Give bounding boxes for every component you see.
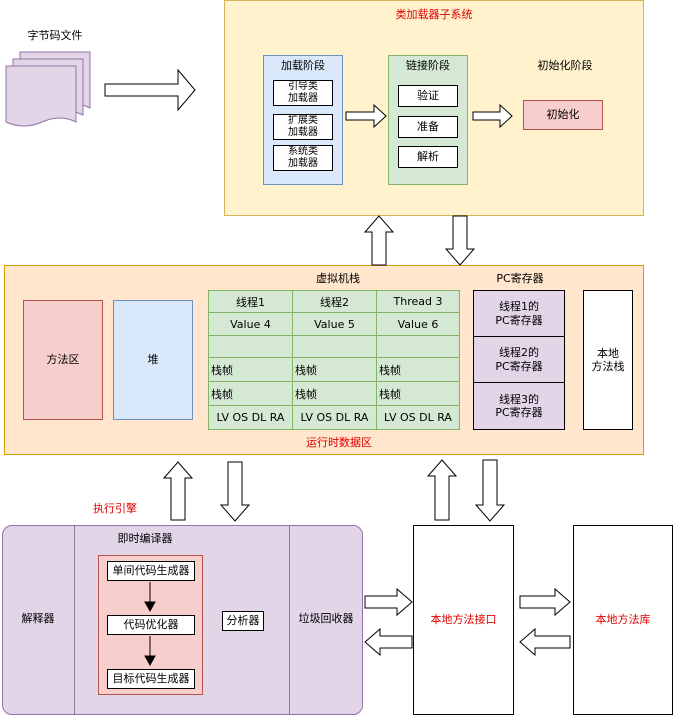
engine-divider — [289, 526, 290, 714]
thread-header: 线程1 — [208, 290, 293, 313]
stack-frame: 栈帧 — [376, 381, 460, 406]
target-code-generator-step: 目标代码生成器 — [107, 669, 195, 689]
arrow-down-icon — [144, 655, 156, 667]
arrow-up-icon — [162, 461, 194, 521]
frame-parts: LV OS DL RA — [376, 405, 460, 430]
code-optimizer-step: 代码优化器 — [107, 615, 195, 635]
analyzer: 分析器 — [222, 611, 264, 631]
arrow-right-icon — [364, 587, 413, 617]
garbage-collector: 垃圾回收器 — [298, 612, 354, 625]
arrow-down-icon — [144, 601, 156, 613]
native-method-library: 本地方法库 — [573, 525, 673, 715]
interpreter: 解释器 — [21, 612, 55, 625]
engine-divider — [74, 526, 75, 714]
arrow-up-icon — [363, 215, 395, 266]
method-area: 方法区 — [23, 300, 103, 420]
extension-classloader: 扩展类 加载器 — [273, 114, 333, 140]
stack-frame: 栈帧 — [376, 357, 460, 382]
jit-compiler-title: 即时编译器 — [117, 532, 173, 545]
stack-frame: 栈帧 — [292, 357, 377, 382]
execution-engine-title: 执行引擎 — [93, 502, 137, 515]
init-stage-title: 初始化阶段 — [537, 59, 593, 72]
loading-stage-title: 加载阶段 — [281, 59, 325, 72]
verify-step: 验证 — [398, 85, 458, 107]
stack-frame: 栈帧 — [208, 357, 293, 382]
bytecode-label: 字节码文件 — [27, 29, 83, 42]
initialization-step: 初始化 — [523, 100, 603, 130]
arrow-down-icon — [444, 215, 476, 266]
classloader-title: 类加载器子系统 — [395, 8, 473, 21]
pc-register-title: PC寄存器 — [496, 272, 544, 285]
native-method-stack: 本地 方法栈 — [583, 290, 633, 430]
arrow-down-icon — [219, 461, 251, 522]
arrow-right-icon — [104, 68, 196, 112]
prepare-step: 准备 — [398, 116, 458, 138]
resolve-step: 解析 — [398, 146, 458, 168]
pc-register-thread3: 线程3的 PC寄存器 — [473, 382, 565, 430]
native-method-interface: 本地方法接口 — [413, 525, 514, 715]
bytecode-generator-step: 单间代码生成器 — [107, 561, 195, 581]
arrow-down-icon — [474, 459, 506, 522]
system-classloader: 系统类 加载器 — [273, 145, 333, 171]
bytecode-files-icon — [5, 51, 91, 127]
arrow-right-icon — [519, 587, 571, 617]
arrow-up-icon — [426, 459, 458, 521]
linking-stage-title: 链接阶段 — [406, 59, 450, 72]
arrow-left-icon — [519, 627, 571, 657]
heap: 堆 — [113, 300, 193, 420]
arrow-left-icon — [364, 627, 413, 657]
bootstrap-classloader: 引导类 加载器 — [273, 80, 333, 106]
pc-register-thread1: 线程1的 PC寄存器 — [473, 290, 565, 337]
runtime-data-area-title: 运行时数据区 — [306, 436, 372, 449]
vm-stack-title: 虚拟机栈 — [316, 272, 360, 285]
arrow-right-icon — [472, 103, 513, 129]
frame-parts: LV OS DL RA — [292, 405, 377, 430]
arrow-right-icon — [345, 103, 387, 129]
